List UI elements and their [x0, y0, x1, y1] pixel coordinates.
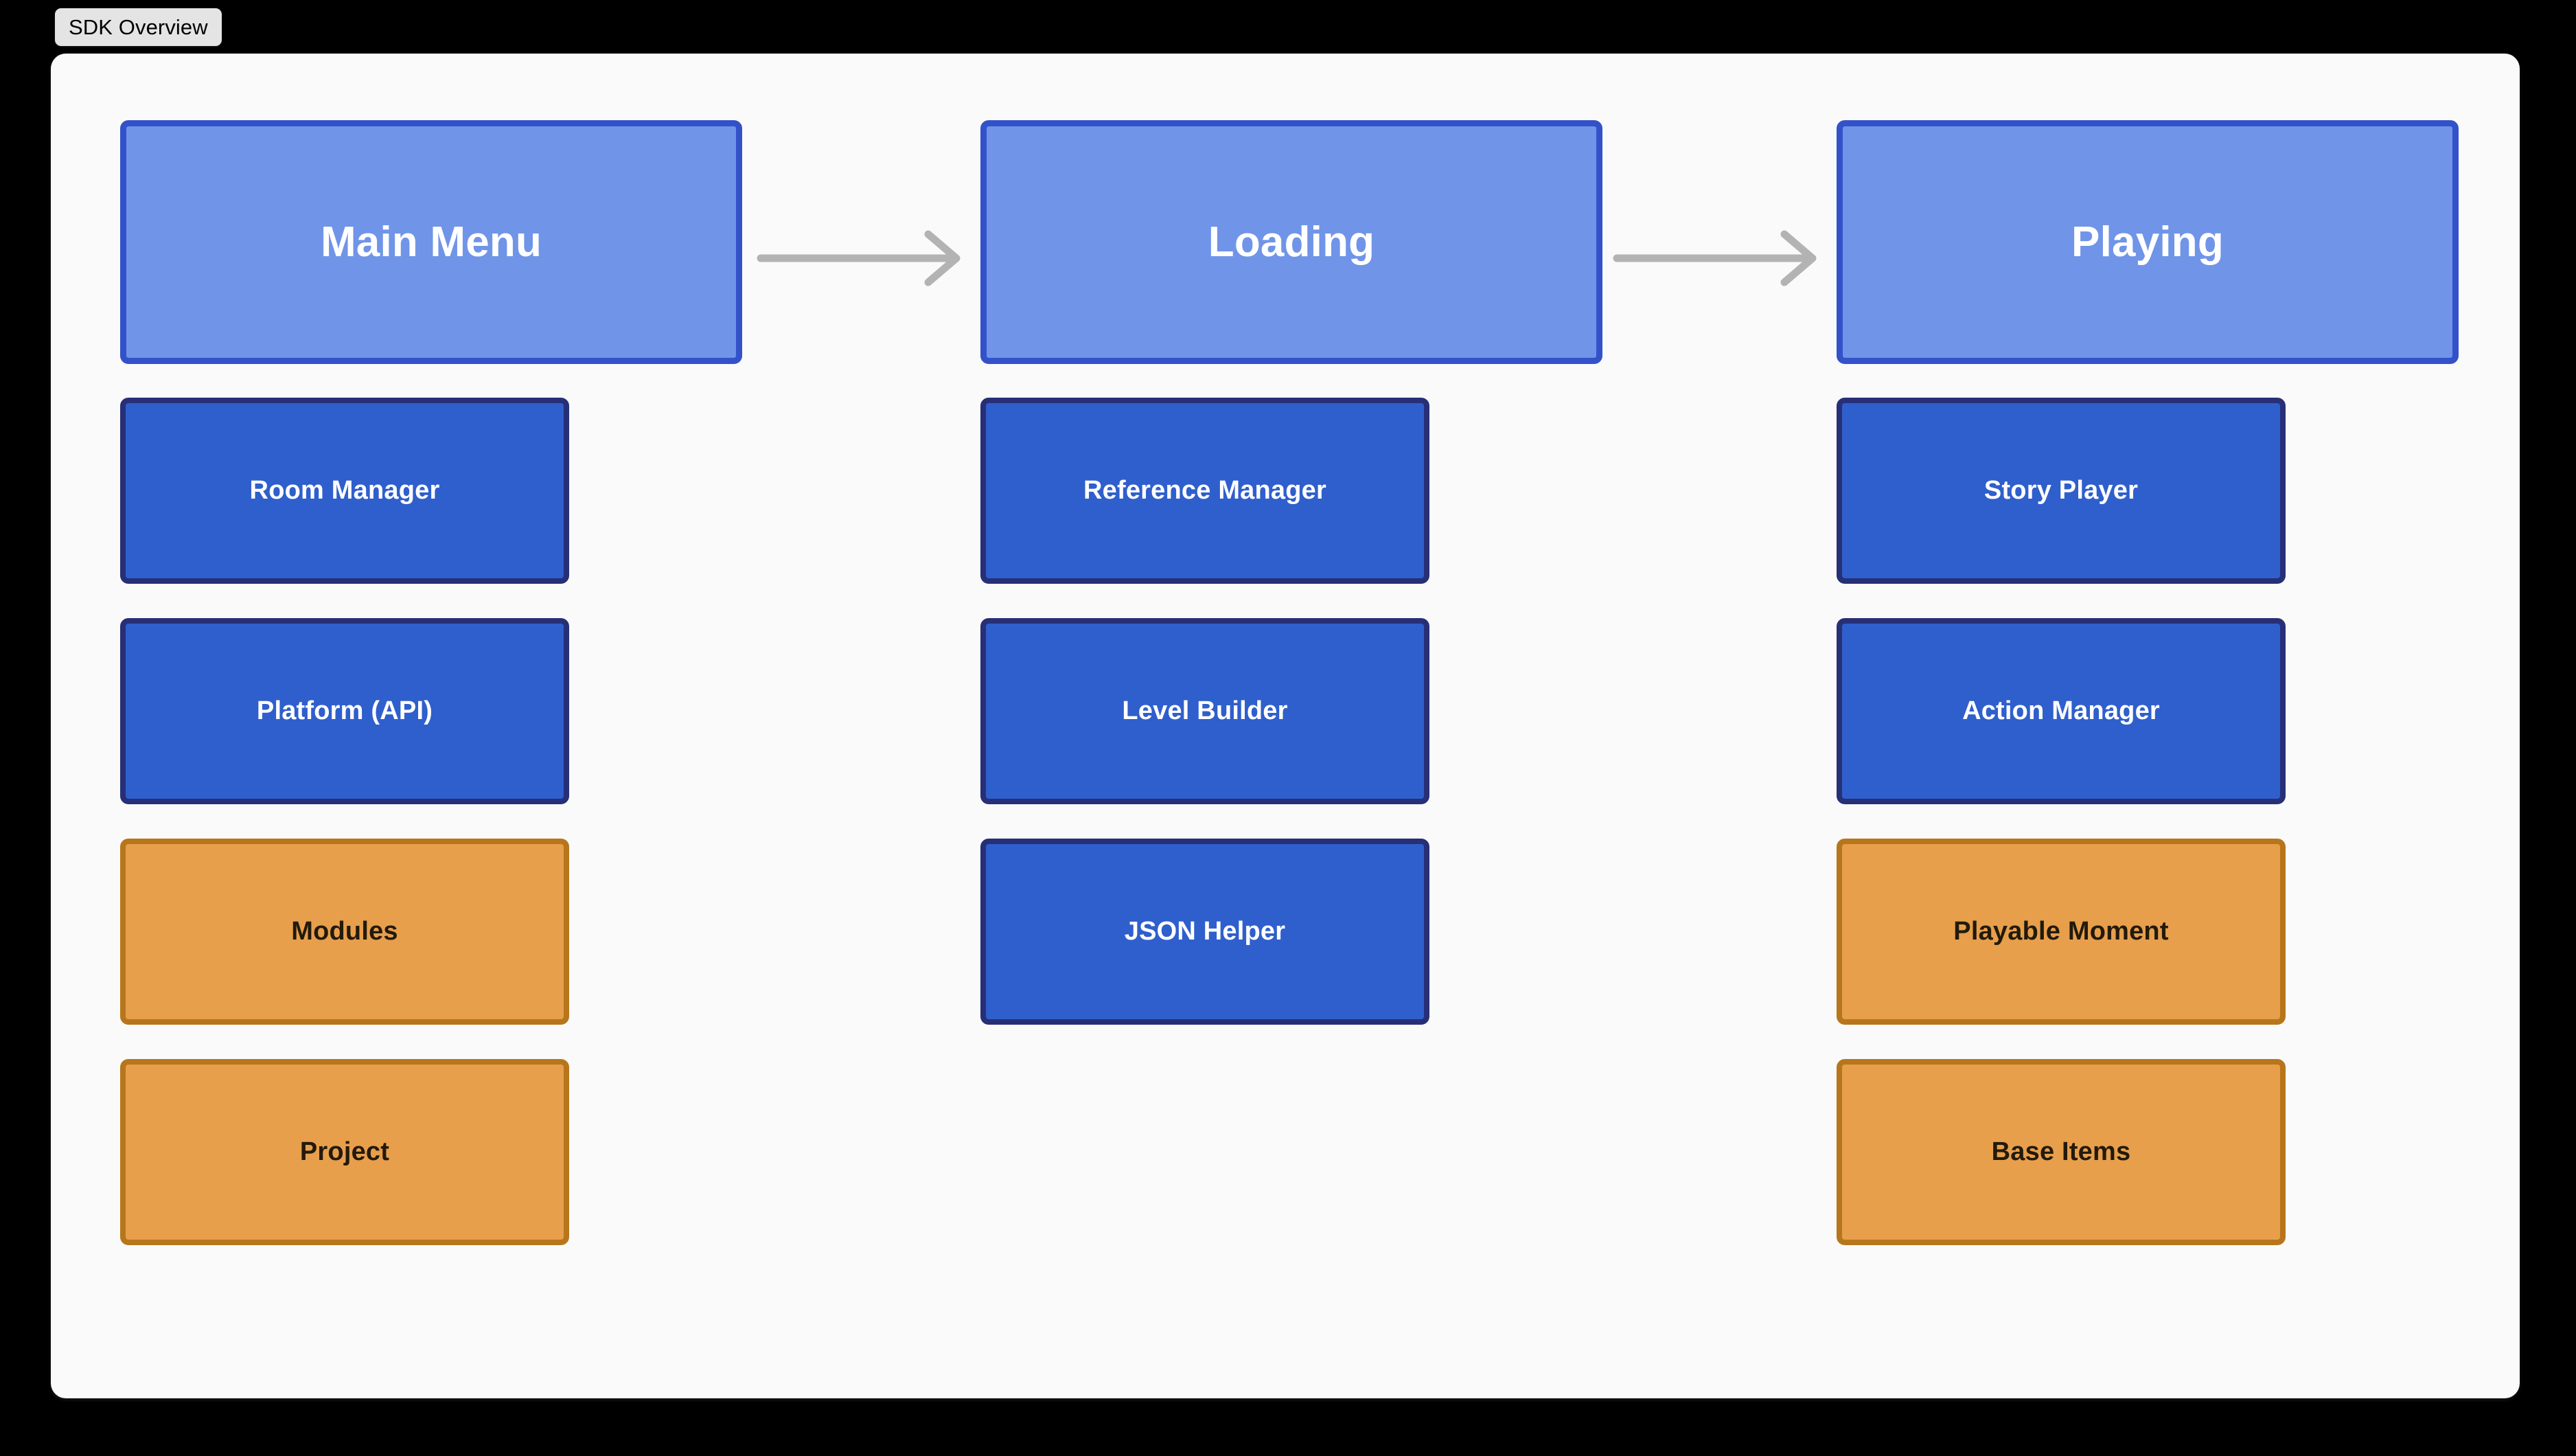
sdk-overview-diagram: Main Menu Room Manager Platform (API) Mo…: [51, 54, 2520, 1398]
diagram-column-loading: Loading Reference Manager Level Builder …: [980, 120, 1602, 1059]
data-node-label: Playable Moment: [1953, 917, 2169, 946]
component-node-reference-manager[interactable]: Reference Manager: [980, 398, 1429, 584]
component-node-action-manager[interactable]: Action Manager: [1837, 618, 2286, 804]
component-node-label: JSON Helper: [1124, 917, 1286, 946]
state-node-label: Main Menu: [320, 218, 542, 266]
component-node-story-player[interactable]: Story Player: [1837, 398, 2286, 584]
window-title-label: SDK Overview: [69, 14, 208, 39]
data-node-base-items[interactable]: Base Items: [1837, 1059, 2286, 1245]
component-node-label: Level Builder: [1122, 696, 1288, 725]
component-node-label: Reference Manager: [1083, 476, 1326, 505]
component-node-label: Platform (API): [256, 696, 433, 725]
state-node-playing[interactable]: Playing: [1837, 120, 2459, 364]
component-node-room-manager[interactable]: Room Manager: [120, 398, 569, 584]
diagram-column-playing: Playing Story Player Action Manager Play…: [1837, 120, 2459, 1279]
arrow-right-icon: [1613, 230, 1817, 286]
arrow-right-icon: [757, 230, 961, 286]
component-node-label: Story Player: [1983, 476, 2139, 505]
diagram-column-main-menu: Main Menu Room Manager Platform (API) Mo…: [120, 120, 742, 1279]
data-node-modules[interactable]: Modules: [120, 839, 569, 1025]
component-node-level-builder[interactable]: Level Builder: [980, 618, 1429, 804]
state-node-main-menu[interactable]: Main Menu: [120, 120, 742, 364]
component-node-json-helper[interactable]: JSON Helper: [980, 839, 1429, 1025]
data-node-playable-moment[interactable]: Playable Moment: [1837, 839, 2286, 1025]
state-node-label: Playing: [2071, 218, 2224, 266]
data-node-label: Modules: [291, 917, 398, 946]
component-node-platform-api[interactable]: Platform (API): [120, 618, 569, 804]
data-node-label: Base Items: [1991, 1137, 2131, 1166]
data-node-project[interactable]: Project: [120, 1059, 569, 1245]
data-node-label: Project: [299, 1137, 390, 1166]
component-node-label: Room Manager: [249, 476, 440, 505]
window-title-chip[interactable]: SDK Overview: [55, 8, 222, 46]
state-node-loading[interactable]: Loading: [980, 120, 1602, 364]
diagram-canvas: Main Menu Room Manager Platform (API) Mo…: [51, 54, 2520, 1398]
state-node-label: Loading: [1208, 218, 1375, 266]
component-node-label: Action Manager: [1962, 696, 2160, 725]
